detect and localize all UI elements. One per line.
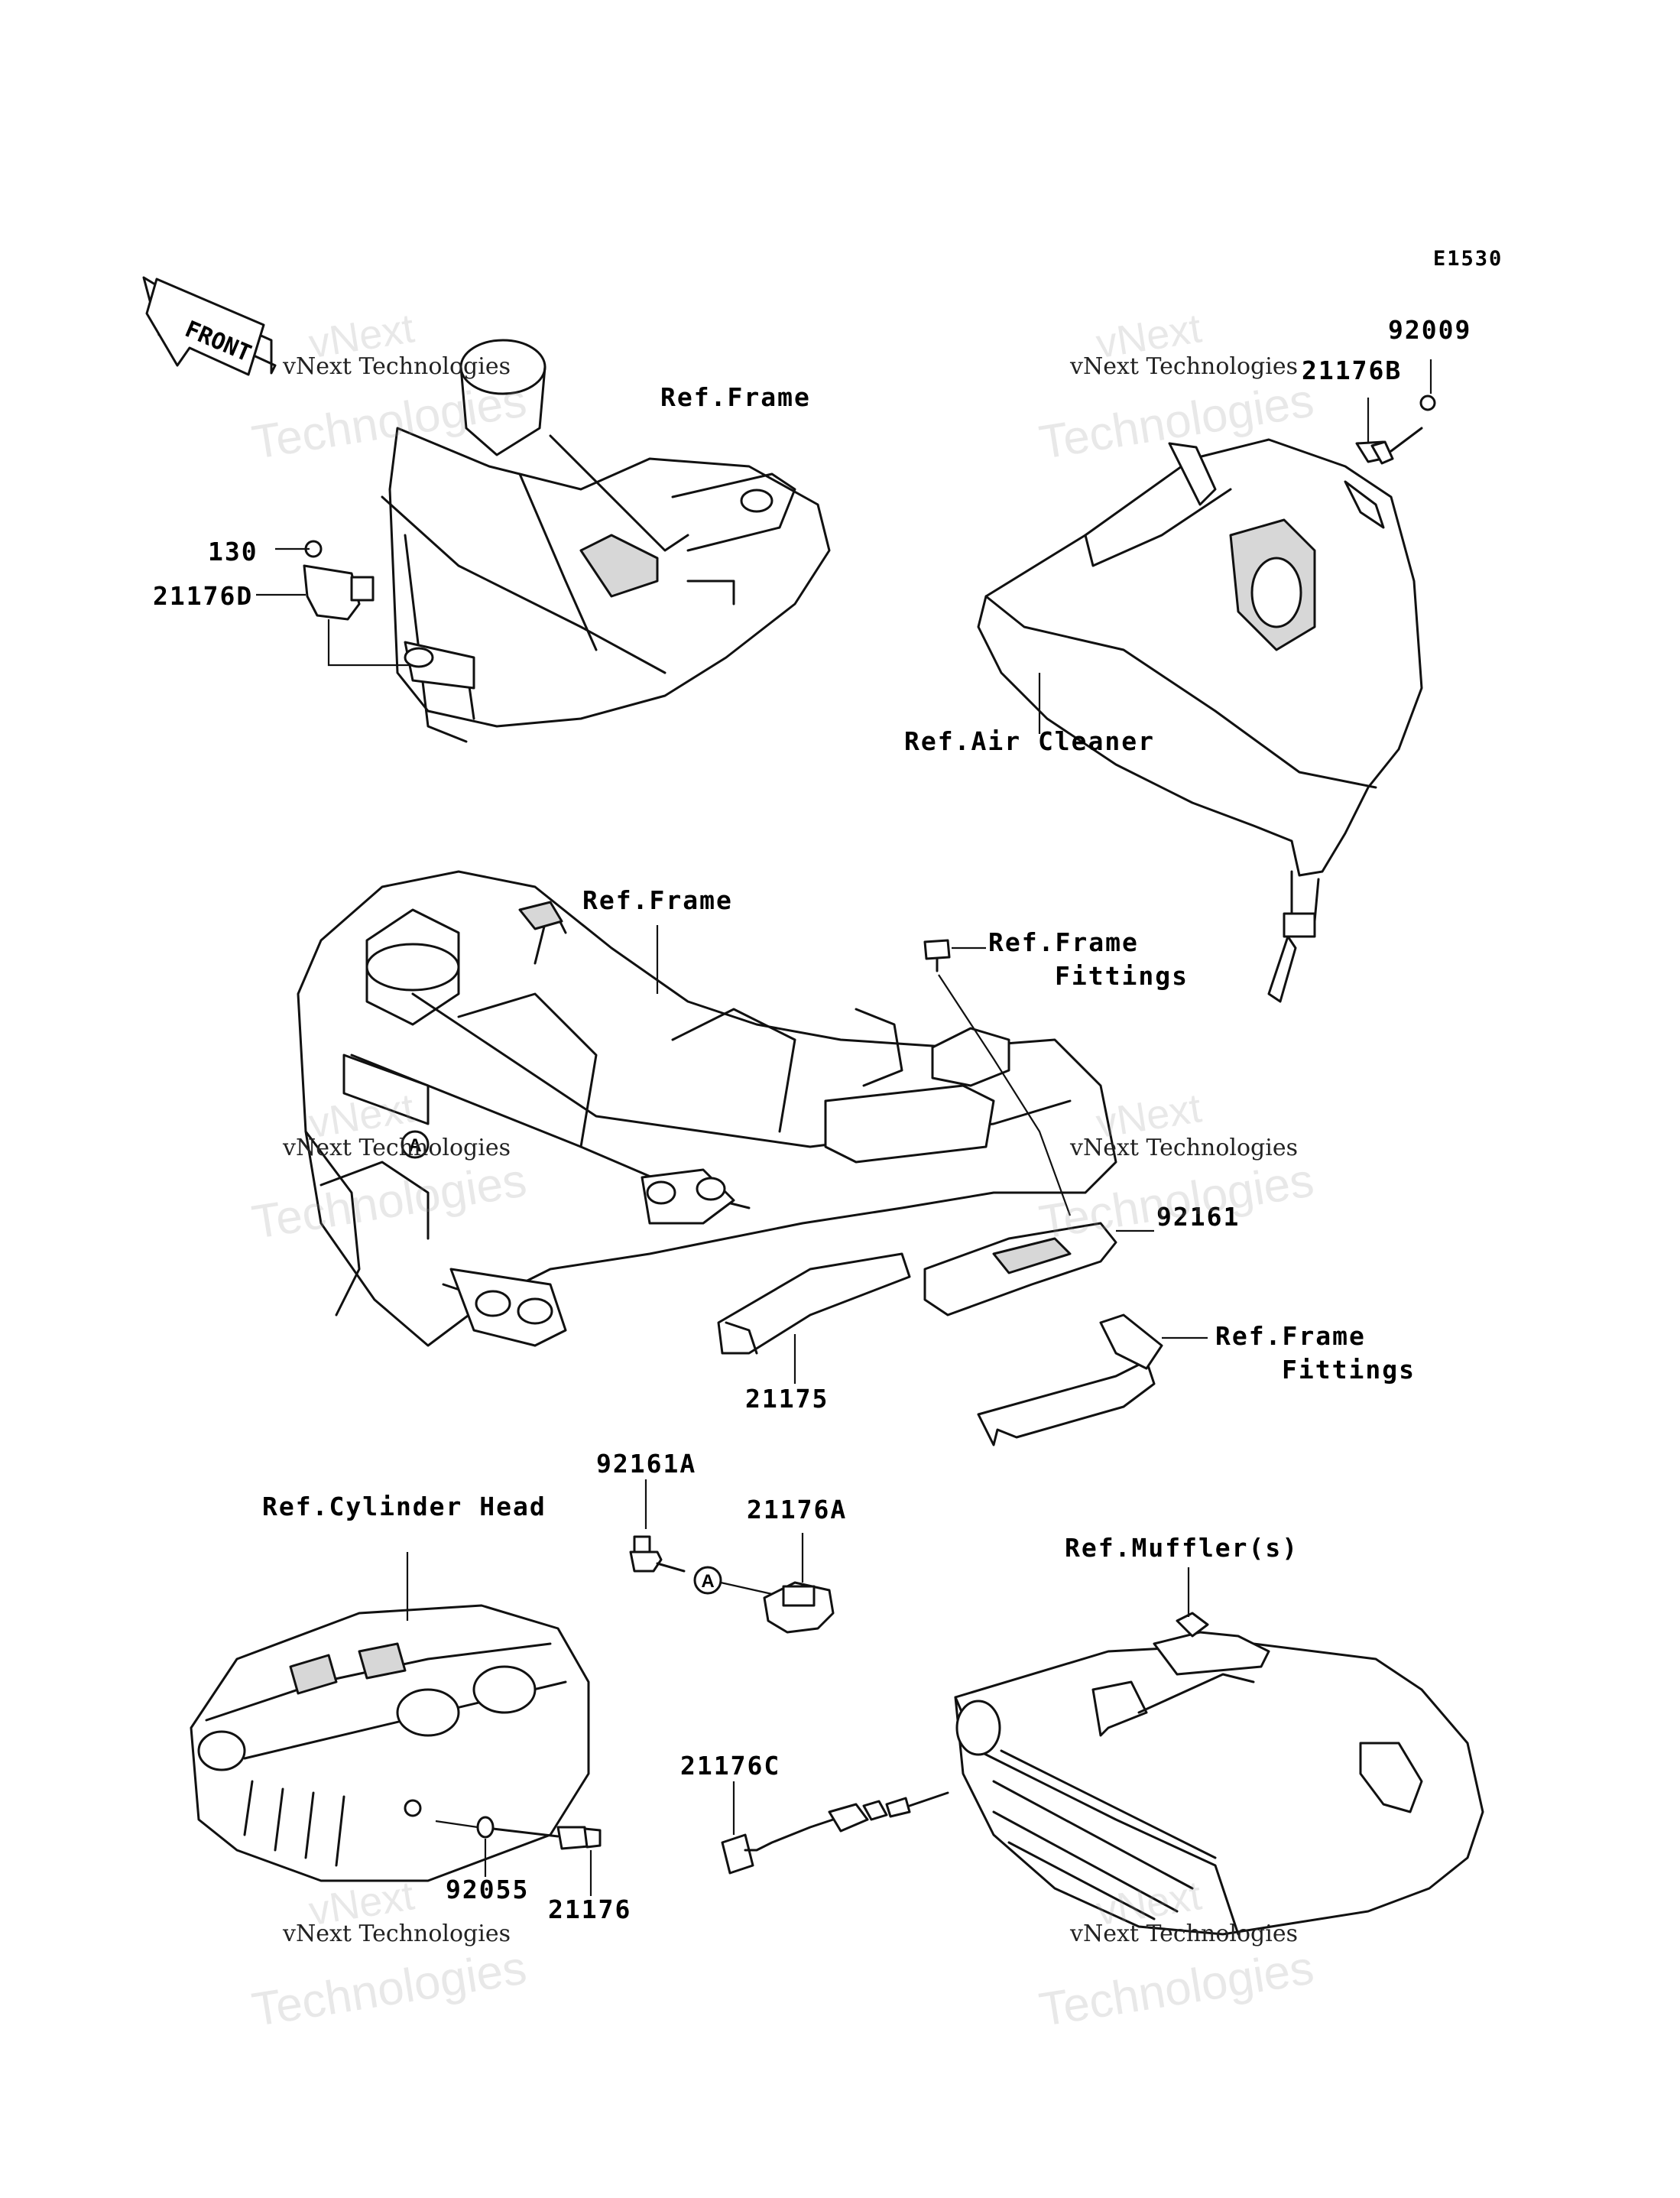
muffler-drawing xyxy=(954,1567,1484,1936)
callout-ref-frame-mid: Ref.Frame xyxy=(582,885,733,915)
sensor-21176B-drawing xyxy=(1355,359,1436,465)
frame-head-drawing xyxy=(381,339,831,743)
callout-ref-cylinder-head: Ref.Cylinder Head xyxy=(262,1492,546,1521)
sensor-21176D-drawing xyxy=(256,540,413,667)
callout-ref-frame-fittings-2-line2: Fittings xyxy=(1282,1355,1416,1385)
air-cleaner-drawing xyxy=(977,438,1423,1003)
callout-ref-frame-fittings-1-line2: Fittings xyxy=(1055,961,1189,991)
callout-ref-air-cleaner: Ref.Air Cleaner xyxy=(904,726,1156,756)
callout-ref-frame-fittings-1-line1: Ref.Frame xyxy=(988,927,1139,957)
circle-marker-a-lower: A xyxy=(701,1571,714,1592)
callout-ref-muffler: Ref.Muffler(s) xyxy=(1065,1533,1299,1563)
frame-fittings-drawing xyxy=(717,939,1208,1446)
front-arrow-icon: FRONT xyxy=(142,276,277,376)
part-21176C: 21176C xyxy=(680,1751,781,1781)
part-92055: 92055 xyxy=(446,1875,530,1904)
part-92161: 92161 xyxy=(1156,1202,1241,1232)
part-130: 130 xyxy=(208,537,258,567)
part-21176A: 21176A xyxy=(747,1495,848,1524)
svg-text:A: A xyxy=(408,1135,421,1156)
part-92161A: 92161A xyxy=(596,1449,697,1479)
callout-ref-frame-fittings-2-line1: Ref.Frame xyxy=(1215,1321,1366,1351)
part-21175: 21175 xyxy=(745,1384,829,1414)
sensor-21176C-drawing xyxy=(721,1781,949,1875)
part-21176: 21176 xyxy=(548,1894,632,1924)
main-frame-drawing xyxy=(297,870,1117,1347)
diagram-code: E1530 xyxy=(1433,247,1503,271)
part-21176B: 21176B xyxy=(1302,356,1403,385)
callout-ref-frame-top: Ref.Frame xyxy=(660,382,811,412)
cylinder-head-drawing xyxy=(190,1552,590,1882)
part-21176D: 21176D xyxy=(153,581,254,611)
circle-marker-a-frame: A xyxy=(401,1130,430,1159)
sensor-21176A-drawing: A xyxy=(629,1479,835,1634)
part-92009: 92009 xyxy=(1388,315,1472,345)
sensor-21176-drawing xyxy=(435,1816,602,1896)
